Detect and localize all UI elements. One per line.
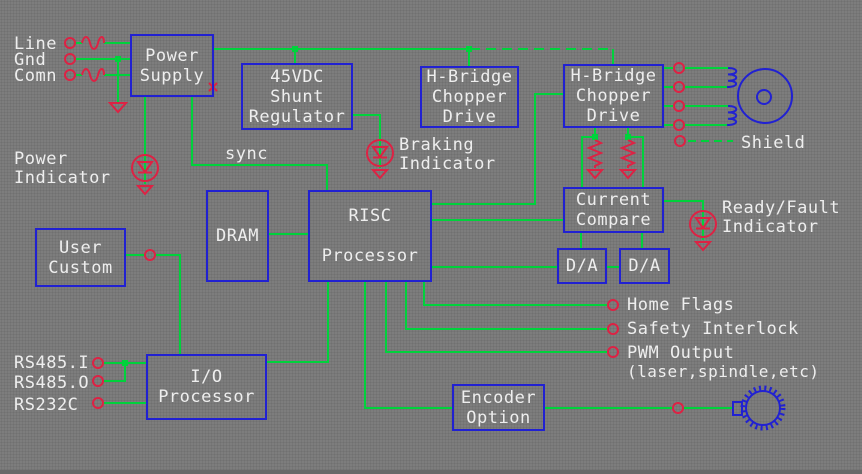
junction-dot [122,360,128,366]
blue-symbols [726,67,793,431]
wire-shunt-left [581,128,596,187]
wire-safety-interlock [405,282,608,330]
wire-braking-led [353,114,381,168]
dram-box: DRAM [206,190,269,282]
screen-bottom-edge [0,470,862,474]
junction-dot [592,134,598,140]
home-flags-label: Home Flags [627,295,735,315]
rs485-out-label: RS485.O [14,373,90,393]
terminal-phase-icon [673,100,685,112]
da-right-box: D/A [619,248,670,284]
hbridge-right-box: H-Bridge Chopper Drive [563,64,664,128]
terminal-home-flags-icon [607,299,619,311]
terminal-gnd-icon [64,53,76,65]
fuse-squiggle-icon [81,36,105,50]
wire-risc-encoder [364,282,452,409]
terminal-phase-icon [673,119,685,131]
line-label: Line [14,34,57,54]
terminal-rs485o-icon [92,375,104,387]
sense-resistor-icon [618,139,638,180]
pwm-output-label: PWM Output [627,343,735,363]
wire-risc-hbridge-right [432,93,563,205]
sync-label: sync [225,144,268,164]
red-symbols [64,36,717,414]
junction-dot [292,46,298,52]
terminal-encoder-icon [672,402,684,414]
wire-sync [191,97,328,190]
terminal-shield-icon [674,135,686,147]
braking-indicator-label: Braking Indicator [399,135,496,174]
wire-rs485-out [104,363,126,382]
motor-coil-icon [726,105,738,126]
pwm-output-sub-label: (laser,spindle,etc) [627,362,820,381]
shunt-regulator-box: 45VDC Shunt Regulator [241,63,353,130]
wire-io-risc [267,282,329,363]
ready-fault-label: Ready/Fault Indicator [722,198,841,237]
da-left-box: D/A [557,248,607,284]
rs232c-label: RS232C [14,395,79,415]
junction-dot [625,134,631,140]
motor-coil-icon [726,67,738,88]
terminal-phase-icon [673,62,685,74]
wire-user-custom-io [126,254,181,354]
junction-dot [466,46,472,52]
power-indicator-label: Power Indicator [14,149,111,188]
terminal-safety-icon [607,323,619,335]
terminal-user-custom-icon [144,249,156,261]
gnd-label: Gnd [14,50,47,70]
terminal-comn-icon [64,69,76,81]
shield-label: Shield [741,133,806,153]
power-led-icon [131,154,159,196]
terminal-rs485i-icon [92,357,104,369]
wire-pwm-output [385,282,608,353]
user-custom-box: User Custom [35,228,126,287]
ready-fault-led-icon [689,210,717,252]
braking-led-icon [366,139,394,180]
terminal-line-icon [64,37,76,49]
hbridge-left-box: H-Bridge Chopper Drive [420,66,519,128]
safety-interlock-label: Safety Interlock [627,319,799,339]
wire-shunt-right [627,128,644,187]
fuse-squiggle-icon [81,68,105,82]
power-supply-box: Power Supply [130,34,214,97]
current-compare-box: Current Compare [563,187,664,233]
comn-label: Comn [14,66,57,86]
terminal-rs232c-icon [92,397,104,409]
terminal-phase-icon [673,81,685,93]
motor-icon [737,68,793,124]
wires [76,42,733,409]
junction-dot [115,56,121,62]
terminal-pwm-icon [607,346,619,358]
encoder-wheel-icon [732,385,786,431]
rs485-in-label: RS485.I [14,353,90,373]
wire-gnd-in [76,58,130,102]
risc-processor-box: RISC Processor [308,190,432,282]
sense-resistor-icon [585,139,605,180]
io-processor-box: I/O Processor [146,354,267,420]
ground-arrow-icon [107,102,129,114]
wire-home-flags [423,282,608,306]
encoder-option-box: Encoder Option [452,384,545,431]
